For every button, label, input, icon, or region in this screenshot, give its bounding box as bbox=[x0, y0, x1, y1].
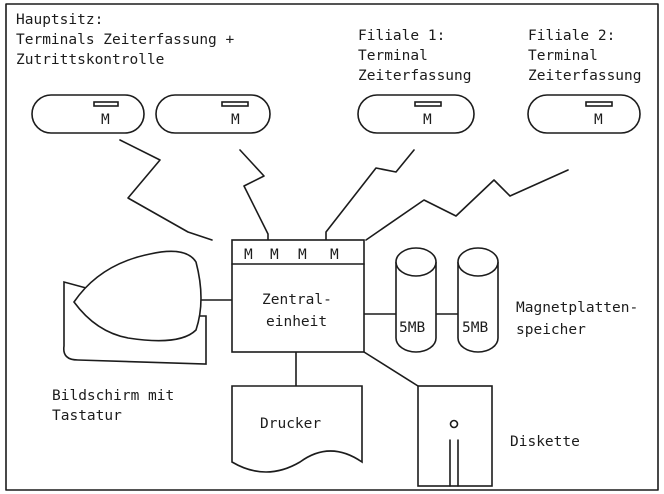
cpu-slot: M bbox=[244, 247, 253, 263]
disk-store-label-line-1: Magnetplatten- bbox=[516, 300, 638, 316]
terminal-filiale-2: M bbox=[527, 94, 641, 134]
filiale1-label-line-3: Zeiterfassung bbox=[358, 68, 472, 84]
disk-store-label-line-2: speicher bbox=[516, 322, 586, 338]
cpu-label-line-2: einheit bbox=[266, 314, 327, 330]
hauptsitz-label-line-3: Zutrittskontrolle bbox=[16, 52, 164, 68]
printer-label: Drucker bbox=[260, 416, 321, 432]
cpu-label-line-1: Zentral- bbox=[262, 292, 332, 308]
central-unit: M M M M Zentral- einheit bbox=[231, 239, 365, 353]
hauptsitz-label-line-1: Hauptsitz: bbox=[16, 12, 103, 28]
cpu-slot: M bbox=[330, 247, 339, 263]
screen-label-line-2: Tastatur bbox=[52, 408, 122, 424]
disk-drive-2: 5MB bbox=[457, 247, 499, 353]
screen-keyboard bbox=[62, 250, 207, 365]
disk-capacity: 5MB bbox=[399, 320, 425, 336]
floppy-label: Diskette bbox=[510, 434, 580, 450]
cpu-slot: M bbox=[298, 247, 307, 263]
link-hauptsitz-2 bbox=[239, 149, 269, 241]
filiale2-label-line-2: Terminal bbox=[528, 48, 598, 64]
terminal-hauptsitz-2: M bbox=[155, 94, 271, 134]
link-filiale-1 bbox=[325, 149, 415, 241]
link-filiale-2 bbox=[365, 169, 569, 241]
hauptsitz-label-line-2: Terminals Zeiterfassung + bbox=[16, 32, 235, 48]
printer: Drucker bbox=[231, 385, 363, 473]
line-cpu-floppy bbox=[363, 351, 419, 387]
terminal-marker: M bbox=[231, 112, 240, 128]
filiale2-label-line-1: Filiale 2: bbox=[528, 28, 615, 44]
terminal-marker: M bbox=[101, 112, 110, 128]
terminal-hauptsitz-1: M bbox=[31, 94, 145, 134]
disk-drive-1: 5MB bbox=[395, 247, 437, 353]
terminal-marker: M bbox=[594, 112, 603, 128]
cpu-slot: M bbox=[270, 247, 279, 263]
filiale1-label-line-2: Terminal bbox=[358, 48, 428, 64]
link-hauptsitz-1 bbox=[119, 139, 213, 241]
diagram-frame bbox=[5, 3, 659, 491]
disk-capacity: 5MB bbox=[462, 320, 488, 336]
filiale2-label-line-3: Zeiterfassung bbox=[528, 68, 642, 84]
terminal-filiale-1: M bbox=[357, 94, 475, 134]
terminal-marker: M bbox=[423, 112, 432, 128]
floppy-disk bbox=[417, 385, 493, 487]
filiale1-label-line-1: Filiale 1: bbox=[358, 28, 445, 44]
screen-label-line-1: Bildschirm mit bbox=[52, 388, 174, 404]
